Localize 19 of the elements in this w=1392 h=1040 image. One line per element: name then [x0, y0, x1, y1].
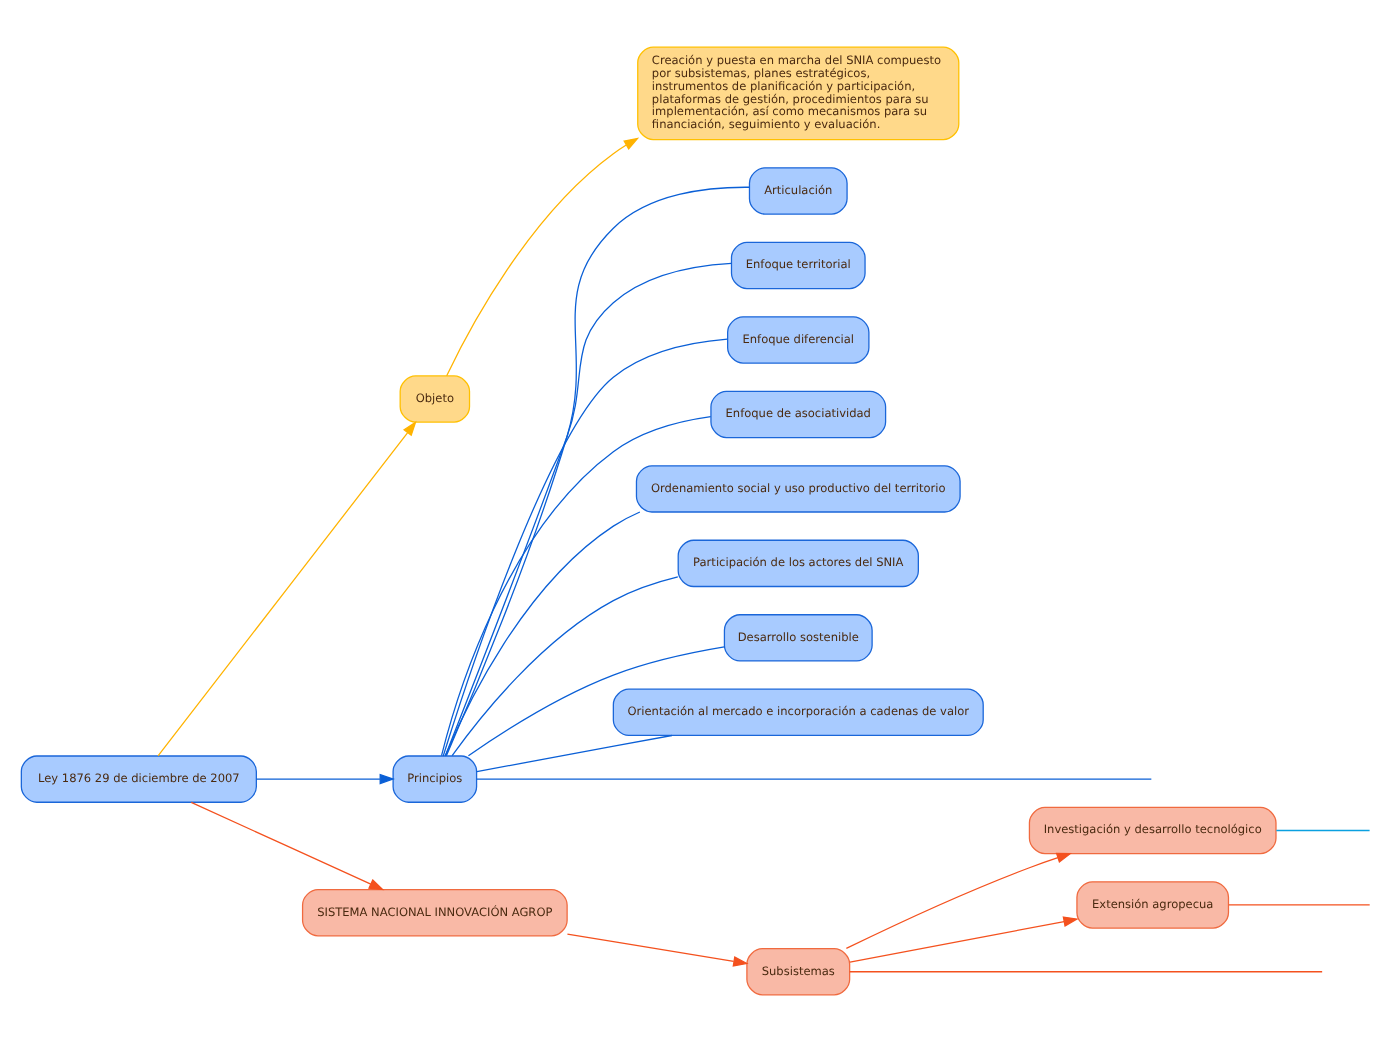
connector: [476, 733, 673, 772]
arrow: [566, 932, 749, 966]
connector: [440, 414, 712, 756]
connector: [442, 337, 728, 756]
connector: [476, 777, 1152, 779]
arrow: [157, 419, 417, 756]
arrow: [190, 800, 385, 890]
connector: [444, 510, 641, 756]
arrow: [845, 851, 1073, 949]
arrow: [255, 772, 395, 784]
connector: [444, 261, 732, 756]
connector: [467, 645, 725, 756]
connector: [849, 970, 1323, 972]
arrow: [849, 915, 1079, 962]
connector: [1275, 828, 1371, 831]
arrow: [446, 136, 640, 376]
connector: [1228, 903, 1371, 905]
connector: [451, 575, 679, 756]
connector: [445, 185, 750, 756]
